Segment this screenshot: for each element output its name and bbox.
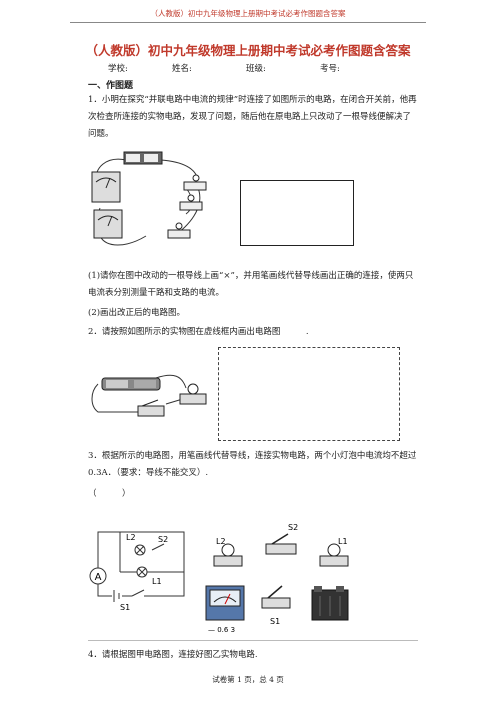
number-label: 考号: (320, 64, 340, 74)
svg-text:L2: L2 (216, 537, 226, 546)
q1-circuit-figure (91, 151, 207, 246)
svg-text:S2: S2 (288, 523, 298, 532)
question-1-text: 1．小明在探究“并联电路中电流的规律”时连接了如图所示的电路，在闭合开关前，他再… (88, 95, 417, 139)
question-3-text: 3．根据所示的电路图，用笔画线代替导线，连接实物电路，两个小灯泡中电流均不超过 … (88, 451, 417, 478)
question-2-text: 2．请按照如图所示的实物图在虚线框内画出电路图 . (88, 327, 309, 337)
s1-label: S1 (120, 603, 130, 612)
question-4-text: 4．请根据图甲电路图，连接好图乙实物电路. (88, 650, 258, 660)
q3-components-figure: L2 S2 L1 — 0.6 3 S1 (205, 523, 349, 634)
name-label: 姓名: (172, 64, 192, 74)
page-header: （人教版）初中九年级物理上册期中考试必考作图题含答案 (150, 9, 346, 18)
page-footer: 试卷第 1 页，总 4 页 (212, 675, 284, 684)
question-1-sub2: (2)画出改正后的电路图。 (88, 308, 186, 318)
school-label: 学校: (108, 64, 128, 74)
q3-circuit-diagram: A L2 S2 L1 S1 (89, 531, 185, 612)
page-title: （人教版）初中九年级物理上册期中考试必考作图题含答案 (85, 43, 411, 58)
footer-divider (88, 640, 418, 641)
q2-circuit-figure (91, 374, 207, 417)
class-label: 班级: (246, 64, 266, 74)
svg-text:— 0.6 3: — 0.6 3 (208, 626, 235, 634)
l2-label: L2 (126, 533, 136, 542)
ammeter-symbol-label: A (95, 572, 102, 583)
ammeter-top (91, 171, 121, 203)
svg-text:L1: L1 (338, 537, 348, 546)
question-3-paren: （ ） (88, 489, 131, 499)
svg-text:S1: S1 (270, 617, 280, 626)
l1-label: L1 (152, 577, 162, 586)
section-heading: 一、作图题 (88, 81, 134, 91)
header-divider (70, 22, 426, 23)
q2-answer-box (218, 347, 400, 441)
question-1-sub1: (1)请你在图中改动的一根导线上画“×”，并用笔画线代替导线画出正确的连接，使两… (88, 271, 414, 298)
s2-label: S2 (158, 535, 168, 544)
q1-answer-box (240, 180, 354, 246)
